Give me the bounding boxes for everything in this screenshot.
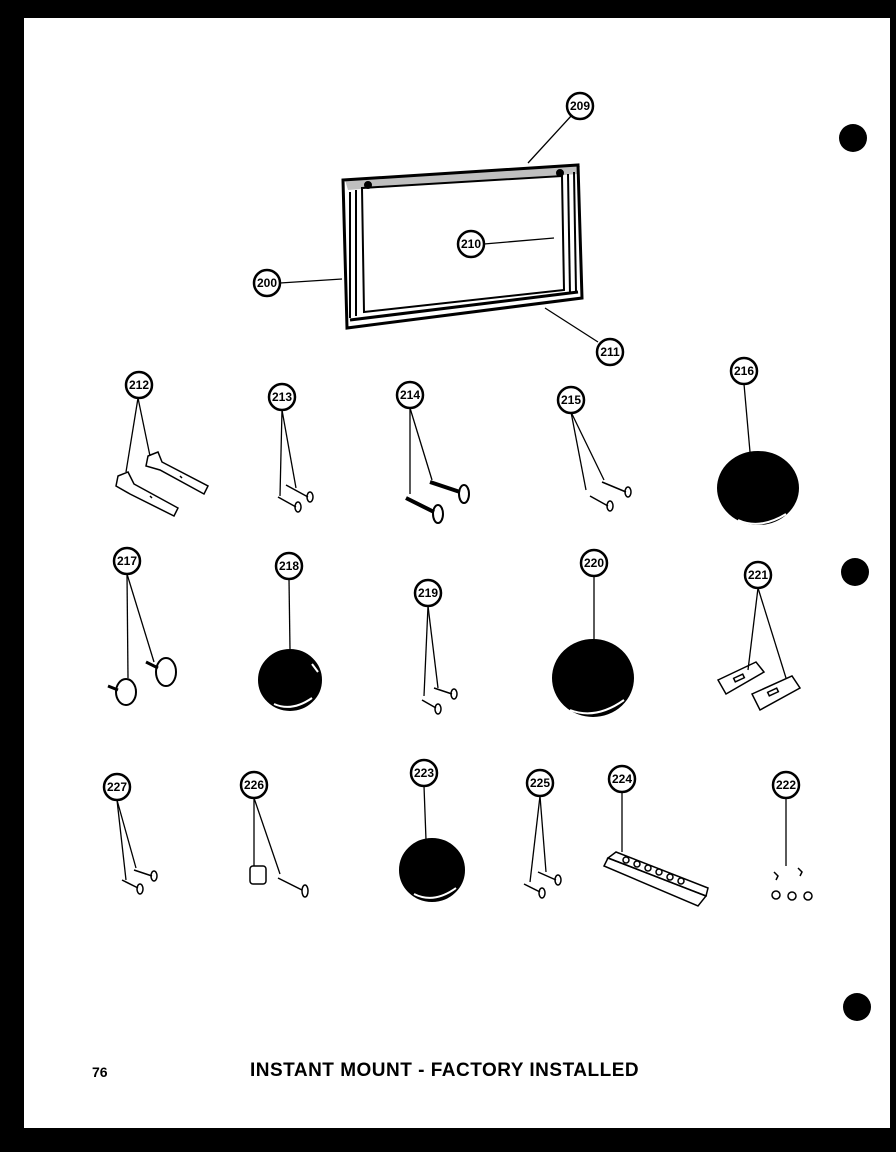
callout-214: 214 xyxy=(395,380,425,410)
callout-label: 222 xyxy=(776,778,796,792)
callout-label: 211 xyxy=(600,345,620,359)
callout-label: 214 xyxy=(400,388,420,402)
screw-set-215 xyxy=(589,481,632,512)
callout-219: 219 xyxy=(413,578,443,608)
nut-and-washer-set-222 xyxy=(771,867,813,901)
callout-label: 227 xyxy=(107,780,127,794)
binder-hole-bottom xyxy=(843,993,871,1021)
callout-216: 216 xyxy=(729,356,759,386)
callout-211: 211 xyxy=(595,337,625,367)
callout-label: 220 xyxy=(584,556,604,570)
hole-plate-224 xyxy=(602,851,709,907)
screw-set-225 xyxy=(523,871,562,899)
callout-label: 217 xyxy=(117,554,137,568)
callout-label: 213 xyxy=(272,390,292,404)
callout-224: 224 xyxy=(607,764,637,794)
leader-lines xyxy=(116,114,787,883)
angle-bracket-pair-221 xyxy=(716,661,802,712)
callout-label: 225 xyxy=(530,776,550,790)
screw-set-213 xyxy=(277,484,314,513)
callout-label: 216 xyxy=(734,364,754,378)
screw-set-227 xyxy=(121,869,158,895)
spacer-and-screw-226 xyxy=(249,865,309,898)
thumb-screw-set-217 xyxy=(107,657,177,706)
callout-213: 213 xyxy=(267,382,297,412)
callout-label: 219 xyxy=(418,586,438,600)
page-title: INSTANT MOUNT - FACTORY INSTALLED xyxy=(250,1060,640,1081)
callout-label: 218 xyxy=(279,559,299,573)
knob-216 xyxy=(717,451,799,525)
callout-223: 223 xyxy=(409,758,439,788)
callout-226: 226 xyxy=(239,770,269,800)
callout-label: 200 xyxy=(257,276,277,290)
callout-225: 225 xyxy=(525,768,555,798)
callout-label: 215 xyxy=(561,393,581,407)
callout-212: 212 xyxy=(124,370,154,400)
callout-210: 210 xyxy=(456,229,486,259)
binder-hole-top xyxy=(839,124,867,152)
callout-221: 221 xyxy=(743,560,773,590)
callout-217: 217 xyxy=(112,546,142,576)
callout-label: 212 xyxy=(129,378,149,392)
callout-200: 200 xyxy=(252,268,282,298)
callout-218: 218 xyxy=(274,551,304,581)
knob-223 xyxy=(399,838,465,902)
callout-label: 226 xyxy=(244,778,264,792)
callout-label: 209 xyxy=(570,99,590,113)
callout-label: 223 xyxy=(414,766,434,780)
window-frame-assembly xyxy=(341,163,584,330)
screw-set-219 xyxy=(421,687,458,715)
callout-209: 209 xyxy=(565,91,595,121)
knob-218 xyxy=(258,649,322,711)
binder-hole-middle xyxy=(841,558,869,586)
callout-label: 224 xyxy=(612,772,632,786)
callout-222: 222 xyxy=(771,770,801,800)
callout-label: 210 xyxy=(461,237,481,251)
callout-215: 215 xyxy=(556,385,586,415)
page-number: 76 xyxy=(92,1064,108,1080)
callout-227: 227 xyxy=(102,772,132,802)
knob-220 xyxy=(552,639,634,717)
callout-220: 220 xyxy=(579,548,609,578)
callout-label: 221 xyxy=(748,568,768,582)
mounting-bracket-pair xyxy=(115,451,210,518)
bolt-set-214 xyxy=(405,480,470,524)
